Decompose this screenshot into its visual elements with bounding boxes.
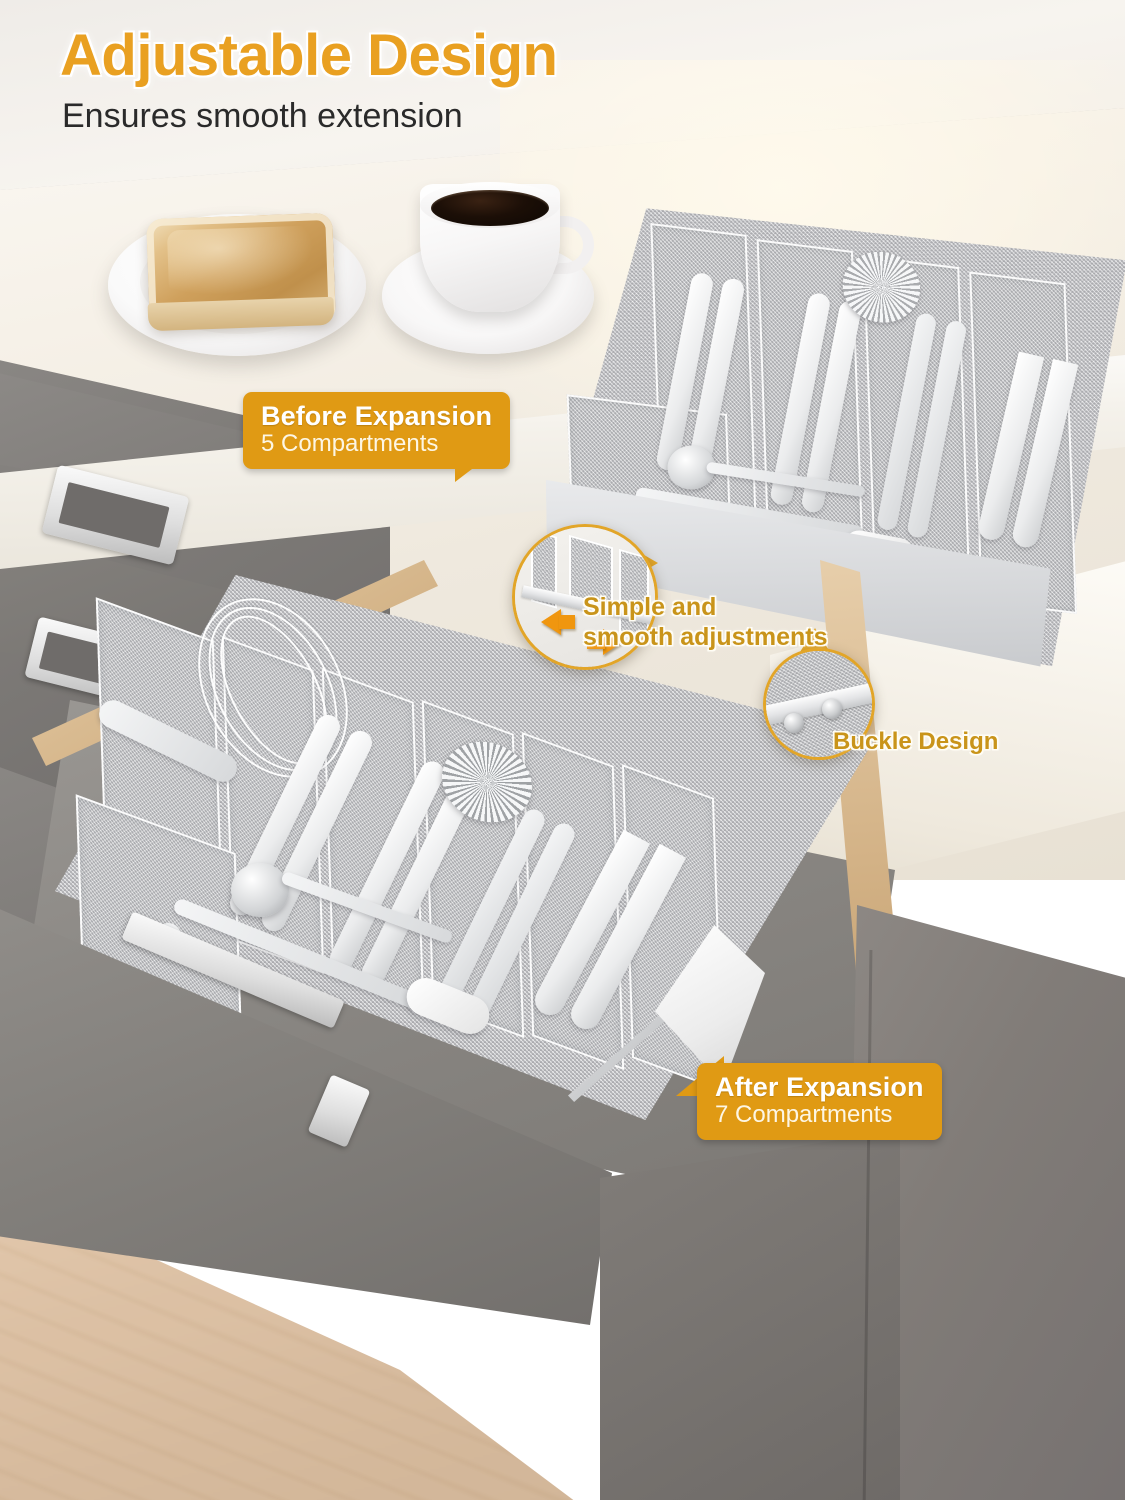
adjust-annotation-line2: smooth adjustments xyxy=(583,623,828,651)
right-cabinet-panel-lower xyxy=(600,1130,900,1500)
arrow-right-shaft xyxy=(587,635,605,649)
cup-handle xyxy=(548,216,594,274)
badge-after-line1: After Expansion xyxy=(715,1072,924,1102)
page-subtitle: Ensures smooth extension xyxy=(62,97,463,135)
adjust-annotation-line1: Simple and xyxy=(583,593,717,621)
badge-before-tail xyxy=(455,440,510,482)
utensil-ladle-bowl-main xyxy=(231,863,289,917)
arrow-left-shaft xyxy=(559,615,575,629)
divider-adjustment-closeup xyxy=(512,524,658,670)
badge-after-expansion: After Expansion 7 Compartments xyxy=(697,1063,942,1141)
buckle-closeup xyxy=(763,648,875,760)
buckle-ball-left xyxy=(784,713,804,733)
adjust-annotation: Simple and smooth adjustments xyxy=(583,592,827,652)
page-title: Adjustable Design xyxy=(60,23,558,88)
toast-highlight xyxy=(166,225,316,297)
badge-before-expansion: Before Expansion 5 Compartments xyxy=(243,392,511,470)
badge-before-line2: 5 Compartments xyxy=(261,430,439,458)
badge-after-line2: 7 Compartments xyxy=(715,1101,893,1129)
badge-before-line1: Before Expansion xyxy=(261,401,493,431)
arrow-left-icon xyxy=(541,609,561,635)
buckle-ball-right xyxy=(822,699,842,719)
black-coffee xyxy=(431,190,549,226)
arrow-right-icon xyxy=(603,629,623,655)
buckle-annotation: Buckle Design xyxy=(833,728,999,755)
